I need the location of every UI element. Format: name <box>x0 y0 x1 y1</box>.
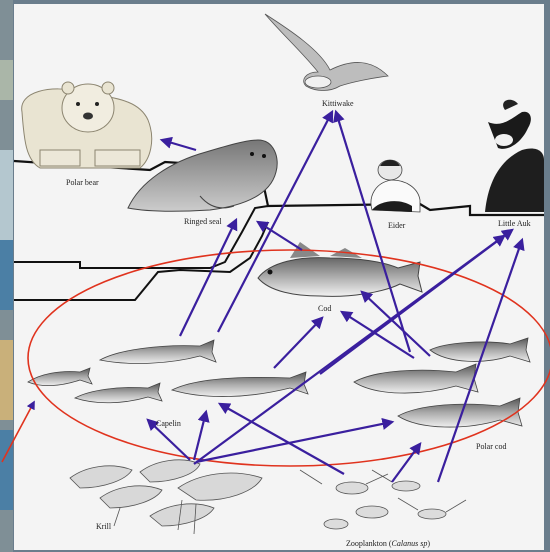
label-zooplankton-suffix: ) <box>427 539 430 548</box>
label-polar-cod: Polar cod <box>476 442 506 451</box>
label-ringed-seal: Ringed seal <box>184 217 222 226</box>
left-window-strip <box>0 0 13 552</box>
label-cod: Cod <box>318 304 331 313</box>
label-krill: Krill <box>96 522 112 531</box>
label-capelin: Capelin <box>156 419 181 428</box>
label-eider: Eider <box>388 221 406 230</box>
label-zooplankton: Zooplankton (Calanus sp) <box>346 539 430 548</box>
label-zooplankton-prefix: Zooplankton ( <box>346 539 392 548</box>
label-little-auk: Little Auk <box>498 219 531 228</box>
label-polar-bear: Polar bear <box>66 178 99 187</box>
label-kittiwake: Kittiwake <box>322 99 354 108</box>
label-zooplankton-species: Calanus sp <box>392 539 428 548</box>
